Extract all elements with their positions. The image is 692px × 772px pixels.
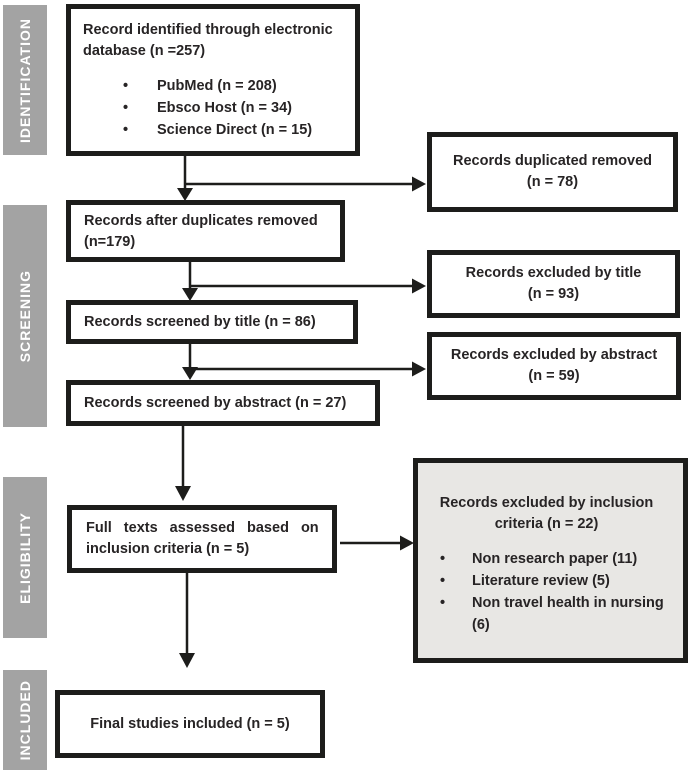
stage-bar-screening: SCREENING [3,205,47,427]
stage-bar-identification: IDENTIFICATION [3,5,47,155]
exclusion-reason-non-travel-health: Non travel health in nursing (6) [472,595,664,633]
arrow-after-duplicates-to-screened-title [182,262,198,301]
database-bullet-item: • Ebsco Host (n = 34) [83,97,345,119]
arrow-full-texts-to-excluded-by-inclusion [340,535,414,551]
stage-bar-included: INCLUDED [3,670,47,770]
final-studies-box: Final studies included (n = 5) [55,690,325,758]
exclusion-reason-non-research: Non research paper (11) [472,551,638,567]
after-duplicates-box: Records after duplicates removed (n=179) [66,200,345,262]
arrow-full-texts-to-final-included [179,573,195,668]
stage-label-included: INCLUDED [17,679,33,761]
screened-by-abstract-box: Records screened by abstract (n = 27) [66,380,380,426]
full-texts-line2: inclusion criteria (n = 5) [86,541,250,557]
identified-records-box: Record identified through electronic dat… [66,4,360,156]
after-duplicates-line2: (n=179) [84,234,136,250]
screened-by-title-text: Records screened by title (n = 86) [84,313,316,330]
database-sciencedirect: Science Direct (n = 15) [157,122,313,138]
excluded-by-inclusion-line2: criteria (n = 22) [494,516,599,532]
bullet-icon: • [440,551,446,567]
stage-bar-eligibility: ELIGIBILITY [3,477,47,638]
full-texts-assessed-box: Full texts assessed based on inclusion c… [67,505,337,573]
exclusion-bullet-item: • Non travel health in nursing (6) [418,592,675,636]
arrow-identified-to-after-duplicates [177,156,193,201]
after-duplicates-line1: Records after duplicates removed [84,213,318,229]
database-ebsco: Ebsco Host (n = 34) [157,100,292,116]
identified-line1: Record identified through electronic [83,22,333,38]
duplicated-removed-line1: Records duplicated removed [452,153,653,169]
bullet-icon: • [123,100,129,116]
screened-by-abstract-text: Records screened by abstract (n = 27) [84,394,347,411]
bullet-icon: • [440,595,446,611]
excluded-by-abstract-box: Records excluded by abstract (n = 59) [427,332,681,400]
duplicated-removed-box: Records duplicated removed (n = 78) [427,132,678,212]
arrow-screened-title-to-screened-abstract [182,343,198,380]
final-studies-text: Final studies included (n = 5) [90,715,290,732]
duplicated-removed-line2: (n = 78) [526,174,579,190]
excluded-by-inclusion-line1: Records excluded by inclusion [439,495,654,511]
screened-by-title-box: Records screened by title (n = 86) [66,300,358,344]
arrow-screened-abstract-to-full-texts [175,426,191,501]
database-pubmed: PubMed (n = 208) [157,78,277,94]
stage-label-screening: SCREENING [17,269,33,363]
excluded-by-title-box: Records excluded by title (n = 93) [427,250,680,318]
full-texts-line1: Full texts assessed based on [86,520,319,536]
bullet-icon: • [123,78,129,94]
database-bullet-item: • PubMed (n = 208) [83,75,345,97]
bullet-icon: • [440,573,446,589]
exclusion-reason-literature-review: Literature review (5) [472,573,610,589]
arrow-branch-to-excluded-by-abstract [190,361,426,377]
stage-label-identification: IDENTIFICATION [17,17,33,143]
identified-line2: database (n =257) [83,43,206,59]
excluded-by-abstract-line2: (n = 59) [528,368,580,384]
stage-label-eligibility: ELIGIBILITY [17,511,33,604]
excluded-by-title-line2: (n = 93) [527,286,580,302]
exclusion-bullet-item: • Literature review (5) [418,570,675,592]
excluded-by-title-line1: Records excluded by title [465,265,642,281]
excluded-by-abstract-line1: Records excluded by abstract [450,347,658,363]
database-bullet-item: • Science Direct (n = 15) [83,119,345,141]
excluded-by-inclusion-box: Records excluded by inclusion criteria (… [413,458,688,663]
arrow-branch-to-duplicated-removed [185,176,426,192]
arrow-branch-to-excluded-by-title [190,278,426,294]
exclusion-bullet-item: • Non research paper (11) [418,548,675,570]
bullet-icon: • [123,122,129,138]
